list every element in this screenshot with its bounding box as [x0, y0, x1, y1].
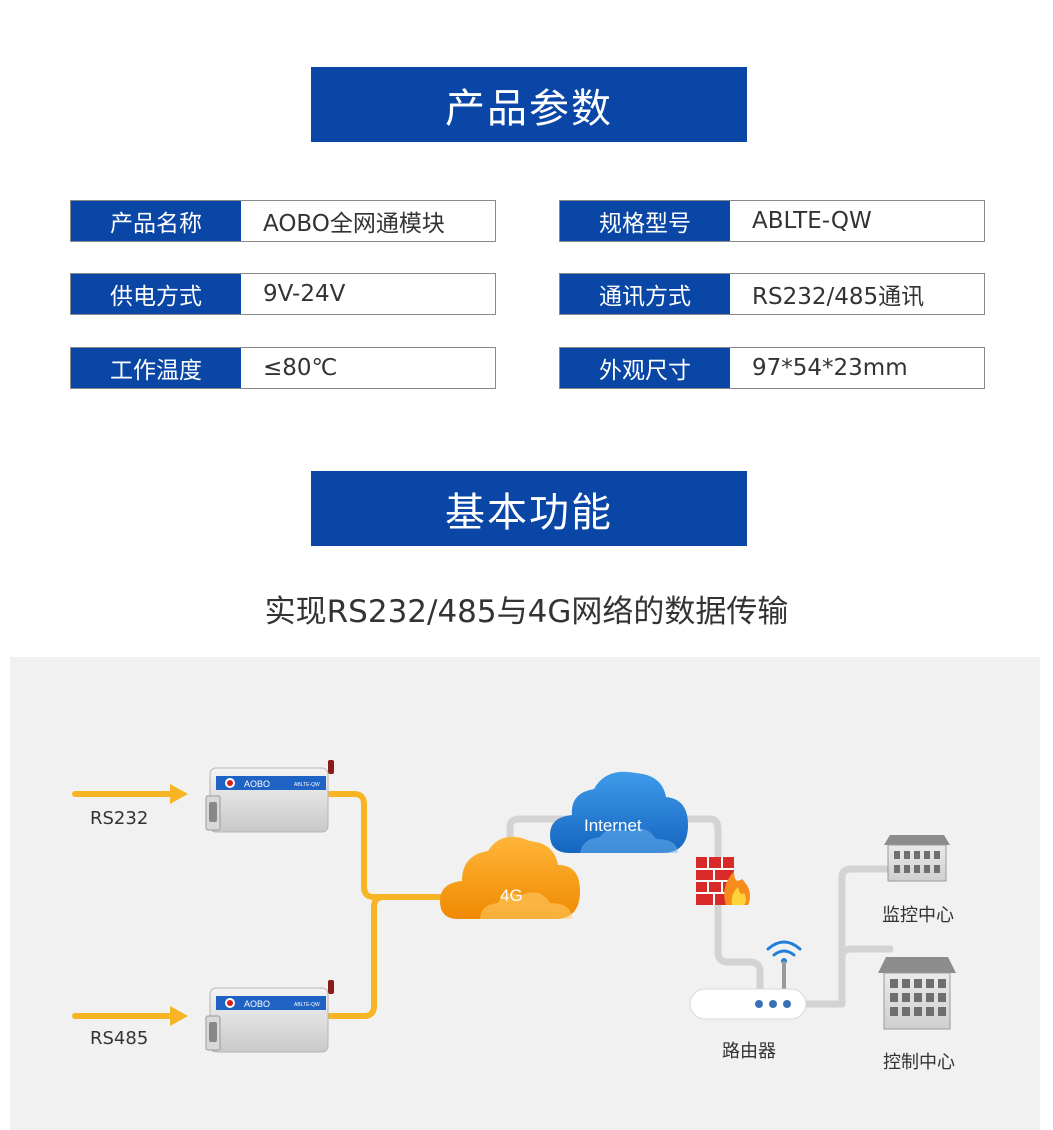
param-label: 供电方式 [71, 274, 241, 314]
router-label: 路由器 [722, 1041, 776, 1062]
cloud-icon: 4G [440, 836, 580, 919]
arrow-right-icon [170, 1006, 188, 1026]
param-label: 通讯方式 [560, 274, 730, 314]
cloud-internet-label: Internet [584, 816, 642, 835]
param-label: 产品名称 [71, 201, 241, 241]
diagram-canvas: AOBO ABLTE-QW AOBO ABLTE-QW 4G [72, 760, 956, 1053]
param-row-model: 规格型号 ABLTE-QW [559, 200, 985, 242]
control-center-label: 控制中心 [883, 1052, 955, 1073]
param-row-name: 产品名称 AOBO全网通模块 [70, 200, 496, 242]
functions-subtitle: 实现RS232/485与4G网络的数据传输 [264, 594, 789, 630]
router-icon [689, 988, 807, 1020]
network-diagram: AOBO ABLTE-QW AOBO ABLTE-QW 4G [10, 657, 1040, 1130]
param-row-comm: 通讯方式 RS232/485通讯 [559, 273, 985, 315]
device-brand-text: AOBO [244, 779, 270, 789]
cloud-icon: Internet [550, 771, 688, 853]
arrow-right-icon [170, 784, 188, 804]
param-value: AOBO全网通模块 [241, 201, 495, 241]
param-value: 9V-24V [241, 274, 495, 314]
device-model-text: ABLTE-QW [294, 782, 320, 788]
param-row-power: 供电方式 9V-24V [70, 273, 496, 315]
wifi-icon [766, 940, 802, 991]
modem-icon: AOBO ABLTE-QW [205, 760, 334, 833]
gray-connections [506, 815, 894, 1008]
functions-section-title: 基本功能 [311, 471, 747, 546]
param-value: ABLTE-QW [730, 201, 984, 241]
param-row-size: 外观尺寸 97*54*23mm [559, 347, 985, 389]
firewall-icon [696, 857, 750, 905]
cloud-4g-label: 4G [500, 886, 523, 905]
rs232-label: RS232 [90, 808, 149, 829]
param-value: RS232/485通讯 [730, 274, 984, 314]
param-value: 97*54*23mm [730, 348, 984, 388]
rs485-label: RS485 [90, 1028, 149, 1049]
params-section-title: 产品参数 [311, 67, 747, 142]
device-model-text: ABLTE-QW [294, 1002, 320, 1008]
orange-connections [72, 791, 468, 1019]
monitor-center-label: 监控中心 [882, 905, 954, 926]
building-icon [878, 957, 956, 1030]
param-label: 外观尺寸 [560, 348, 730, 388]
modem-icon: AOBO ABLTE-QW [205, 980, 334, 1053]
param-value: ≤80℃ [241, 348, 495, 388]
param-label: 工作温度 [71, 348, 241, 388]
device-brand-text: AOBO [244, 999, 270, 1009]
param-label: 规格型号 [560, 201, 730, 241]
building-icon [884, 835, 950, 882]
param-row-temp: 工作温度 ≤80℃ [70, 347, 496, 389]
